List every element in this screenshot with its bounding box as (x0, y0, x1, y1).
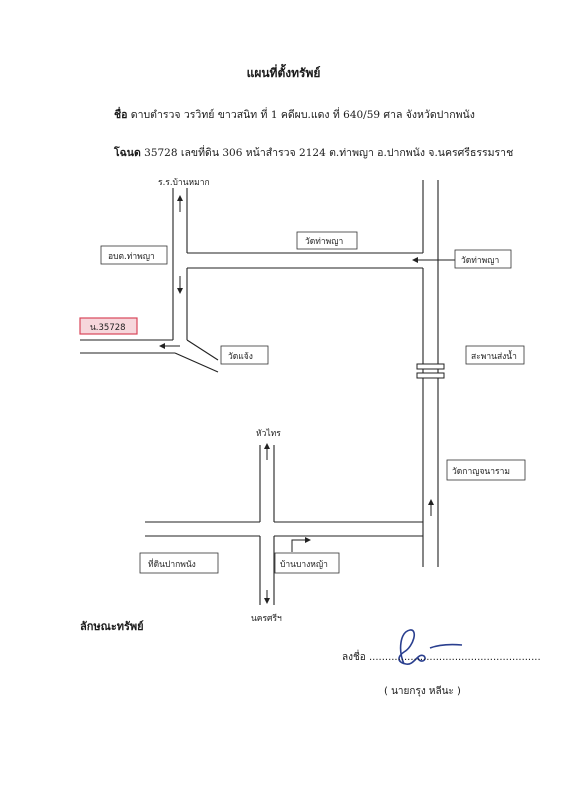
direction-arrows (159, 195, 455, 604)
box-wat-kanchana: วัดกาญจนาราม (446, 459, 526, 481)
signature-line: ลงชื่อ .................................… (342, 650, 541, 665)
box-parcel: น.35728 (79, 317, 138, 335)
signature-mark (398, 629, 463, 665)
road-upper-horizontal (187, 252, 423, 269)
svg-text:สะพานส่งน้ำ: สะพานส่งน้ำ (471, 350, 517, 362)
box-wat-chaeng: วัดแจ้ง (220, 345, 269, 365)
road-lower-horizontal (145, 521, 423, 537)
label-hua-sai: หัวไทร (256, 428, 281, 439)
page-title: แผนที่ตั้งทรัพย์ (246, 66, 321, 80)
case-line: ชื่อ ดาบตำรวจ วรวิทย์ ขาวสนิท ที่ 1 คดีผ… (114, 106, 554, 123)
label-nakhon-si: นครศรีฯ (251, 613, 282, 624)
box-wat-tha-phaya-right: วัดท่าพญา (454, 249, 512, 269)
box-district-land: ที่ดินปากพนัง (139, 552, 219, 574)
label-school: ร.ร.บ้านหมาก (158, 177, 210, 188)
bridge-symbol (416, 363, 445, 379)
deed-text: 35728 เลขที่ดิน 306 หน้าสำรวจ 2124 ต.ท่า… (144, 147, 514, 159)
sign-label: ลงชื่อ (342, 652, 366, 663)
road-wat-chaeng (80, 339, 219, 373)
deed-line: โฉนด 35728 เลขที่ดิน 306 หน้าสำรวจ 2124 … (114, 144, 554, 161)
svg-text:น.35728: น.35728 (90, 323, 126, 333)
case-text: ดาบตำรวจ วรวิทย์ ขาวสนิท ที่ 1 คดีผบ.แดง… (130, 109, 475, 121)
road-middle-vertical (259, 445, 275, 605)
case-label: ชื่อ (114, 109, 128, 121)
box-sao: อบต.ท่าพญา (100, 245, 168, 265)
svg-text:ที่ดินปากพนัง: ที่ดินปากพนัง (148, 558, 196, 570)
signer-name: ( นายกรุง หลีนะ ) (384, 686, 461, 697)
road-left-vertical (172, 188, 188, 340)
svg-text:อบต.ท่าพญา: อบต.ท่าพญา (108, 252, 155, 262)
svg-text:วัดท่าพญา: วัดท่าพญา (305, 237, 343, 247)
box-wat-tha-phaya-road: วัดท่าพญา (296, 231, 358, 250)
property-heading: ลักษณะทรัพย์ (80, 620, 144, 633)
sign-dots: ........................................… (369, 652, 541, 663)
box-bridge: สะพานส่งน้ำ (465, 345, 525, 365)
deed-label: โฉนด (114, 147, 141, 159)
svg-text:วัดกาญจนาราม: วัดกาญจนาราม (452, 467, 510, 477)
box-ban-bang-ya: บ้านบางหญ้า (274, 552, 340, 574)
svg-text:บ้านบางหญ้า: บ้านบางหญ้า (280, 559, 328, 570)
svg-text:วัดท่าพญา: วัดท่าพญา (461, 256, 499, 266)
svg-text:วัดแจ้ง: วัดแจ้ง (228, 351, 253, 362)
